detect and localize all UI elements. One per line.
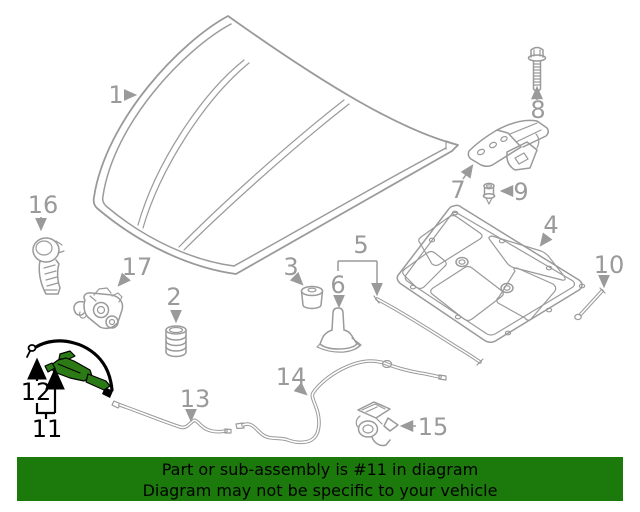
release-handle-part-15-drawing <box>355 401 399 447</box>
cable-part-14-drawing <box>235 359 447 445</box>
clip-part-9-drawing <box>482 182 496 205</box>
callout-label-4: 4 <box>543 211 558 239</box>
hinge-part-7-drawing <box>467 119 550 171</box>
callout-label-13: 13 <box>180 385 211 413</box>
insulator-pad-part-4-drawing <box>396 204 586 343</box>
leader-arrow-4 <box>539 232 553 247</box>
callout-label-11-highlighted: 11 <box>32 415 63 443</box>
leader-bracket-5 <box>337 260 377 271</box>
callout-label-15: 15 <box>418 413 449 441</box>
callout-label-8: 8 <box>530 96 545 124</box>
rod-part-10-drawing <box>574 287 606 321</box>
callout-label-14: 14 <box>276 363 307 391</box>
bolt-part-8-drawing <box>527 46 547 92</box>
callout-labels: 1 2 3 4 5 6 7 8 9 10 11 12 13 14 15 16 1… <box>21 81 625 443</box>
leader-arrow-7 <box>460 164 474 180</box>
callout-label-2: 2 <box>166 283 181 311</box>
highlight-info-banner: Part or sub-assembly is #11 in diagram D… <box>17 457 623 501</box>
stopper-part-6-drawing <box>316 307 362 353</box>
latch-part-17-drawing <box>73 287 124 330</box>
callout-arrows <box>27 85 610 432</box>
callout-label-1: 1 <box>108 81 123 109</box>
callout-label-9: 9 <box>513 178 528 206</box>
leader-arrow-14 <box>293 382 308 396</box>
banner-line-2: Diagram may not be specific to your vehi… <box>142 481 498 500</box>
callout-label-12-highlighted: 12 <box>21 378 52 406</box>
callout-label-17: 17 <box>122 253 153 281</box>
leader-bracket-11 <box>35 403 55 419</box>
banner-line-1: Part or sub-assembly is #11 in diagram <box>161 460 479 479</box>
hood-panel-drawing <box>92 15 459 275</box>
highlighted-latch-part-11-drawing <box>44 350 111 391</box>
bumper-part-3-drawing <box>300 285 324 310</box>
cable-part-13-drawing <box>111 400 232 434</box>
weatherstrip-part-5-drawing <box>373 295 484 366</box>
leader-arrow-3 <box>289 271 304 286</box>
callout-label-16: 16 <box>28 191 59 219</box>
handle-part-16-drawing <box>32 237 65 295</box>
callout-label-3: 3 <box>283 253 298 281</box>
callout-label-10: 10 <box>594 251 625 279</box>
callout-label-6: 6 <box>330 271 345 299</box>
leader-arrow-17 <box>117 272 131 287</box>
callout-label-7: 7 <box>450 176 465 204</box>
callout-label-5: 5 <box>353 231 368 259</box>
grommet-part-2-drawing <box>165 325 187 358</box>
